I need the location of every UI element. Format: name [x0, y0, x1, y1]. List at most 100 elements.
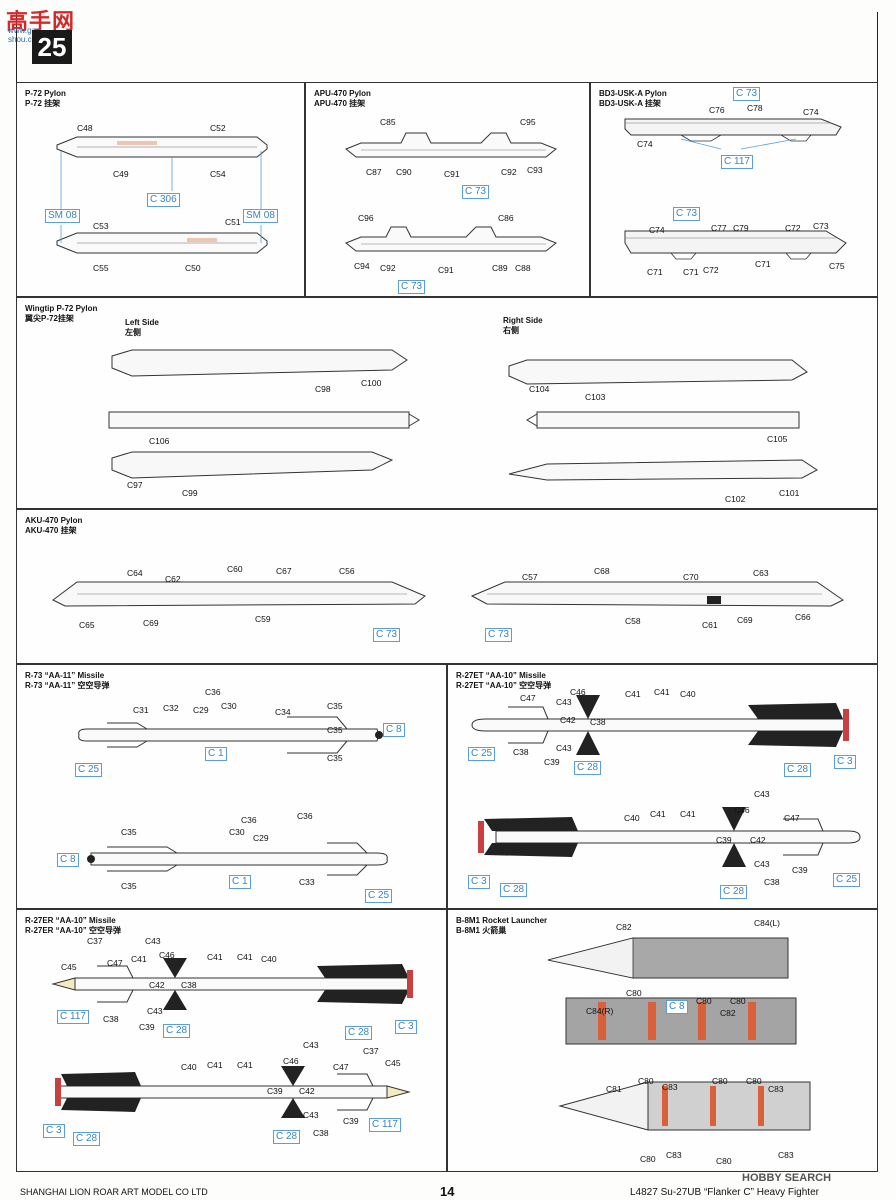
label-c41-d: C41 — [207, 1060, 223, 1070]
label-c39-c: C39 — [343, 1116, 359, 1126]
label-c42-b: C42 — [299, 1086, 315, 1096]
label-c82-a: C82 — [616, 922, 632, 932]
label-c54: C54 — [210, 169, 226, 179]
label-c45: C45 — [61, 962, 77, 972]
label-c62: C62 — [165, 574, 181, 584]
label-c47: C47 — [520, 693, 536, 703]
label-c36-b: C36 — [241, 815, 257, 825]
label-c79: C79 — [733, 223, 749, 233]
label-c43: C43 — [145, 936, 161, 946]
label-c57: C57 — [522, 572, 538, 582]
decal-c28-c: C 28 — [73, 1132, 101, 1146]
label-c92b: C92 — [380, 263, 396, 273]
b8m1-drawing — [547, 937, 811, 1131]
label-c71-a: C71 — [647, 267, 663, 277]
label-c64: C64 — [127, 568, 143, 578]
label-c50: C50 — [185, 263, 201, 273]
label-c98: C98 — [315, 384, 331, 394]
label-c47: C47 — [107, 958, 123, 968]
label-c97: C97 — [127, 480, 143, 490]
label-c46: C46 — [159, 950, 175, 960]
p72-drawing — [56, 136, 268, 254]
label-c74-c: C74 — [649, 225, 665, 235]
label-c34: C34 — [275, 707, 291, 717]
label-c84-l: C84(L) — [754, 918, 780, 928]
label-c35-a: C35 — [327, 725, 343, 735]
label-c104: C104 — [529, 384, 550, 394]
decal-c28-d: C 28 — [720, 885, 748, 899]
label-c42-b: C42 — [750, 835, 766, 845]
label-c83-a: C83 — [662, 1082, 678, 1092]
label-c85: C85 — [380, 117, 396, 127]
label-c90: C90 — [396, 167, 412, 177]
decal-c8-top: C 8 — [383, 723, 405, 737]
label-c87: C87 — [366, 167, 382, 177]
label-c39: C39 — [544, 757, 560, 767]
label-c80-e: C80 — [712, 1076, 728, 1086]
label-c67: C67 — [276, 566, 292, 576]
decal-c25-bottom: C 25 — [365, 889, 393, 903]
label-c40-b: C40 — [624, 813, 640, 823]
label-c83-d: C83 — [778, 1150, 794, 1160]
label-c80-b: C80 — [696, 996, 712, 1006]
label-c41-b: C41 — [654, 687, 670, 697]
label-c95: C95 — [520, 117, 536, 127]
label-c33: C33 — [299, 877, 315, 887]
label-c38-b: C38 — [103, 1014, 119, 1024]
decal-c28-b: C 28 — [345, 1026, 373, 1040]
label-c82-b: C82 — [720, 1008, 736, 1018]
label-c80-g: C80 — [640, 1154, 656, 1164]
label-c80-f: C80 — [746, 1076, 762, 1086]
label-c41-e: C41 — [237, 1060, 253, 1070]
label-c40-b: C40 — [181, 1062, 197, 1072]
step-number: 25 — [32, 30, 72, 64]
label-c92: C92 — [501, 167, 517, 177]
product-line: L4827 Su-27UB “Flanker C” Heavy Fighter — [630, 1187, 819, 1198]
label-c89: C89 — [492, 263, 508, 273]
label-c66: C66 — [795, 612, 811, 622]
decal-c1-top: C 1 — [205, 747, 227, 761]
label-c46: C46 — [570, 687, 586, 697]
company-name: SHANGHAI LION ROAR ART MODEL CO LTD — [20, 1187, 208, 1197]
label-c101: C101 — [779, 488, 800, 498]
label-c30-b: C30 — [229, 827, 245, 837]
label-c46-b: C46 — [734, 805, 750, 815]
label-c41-a: C41 — [625, 689, 641, 699]
decal-c73-aku-left: C 73 — [373, 628, 401, 642]
label-c69-a: C69 — [143, 618, 159, 628]
decal-sm08-right: SM 08 — [243, 209, 278, 223]
label-c74-a: C74 — [803, 107, 819, 117]
label-c99: C99 — [182, 488, 198, 498]
decal-c28-c: C 28 — [500, 883, 528, 897]
label-c91: C91 — [444, 169, 460, 179]
label-c40: C40 — [680, 689, 696, 699]
label-c80-c: C80 — [730, 996, 746, 1006]
bd3-drawing — [624, 118, 847, 260]
label-c80-d: C80 — [638, 1076, 654, 1086]
label-c31: C31 — [133, 705, 149, 715]
label-c102: C102 — [725, 494, 746, 504]
page-footer: SHANGHAI LION ROAR ART MODEL CO LTD 14 L… — [0, 1184, 896, 1200]
label-c36-c: C36 — [297, 811, 313, 821]
label-c29-b: C29 — [253, 833, 269, 843]
apu-drawing — [345, 132, 557, 252]
label-c78: C78 — [747, 103, 763, 113]
label-c41-c: C41 — [237, 952, 253, 962]
label-c100: C100 — [361, 378, 382, 388]
decal-sm08-left: SM 08 — [45, 209, 80, 223]
decal-c8-bottom: C 8 — [57, 853, 79, 867]
label-c37-b: C37 — [363, 1046, 379, 1056]
label-c52: C52 — [210, 123, 226, 133]
label-c94: C94 — [354, 261, 370, 271]
label-c43-b: C43 — [556, 743, 572, 753]
label-c103: C103 — [585, 392, 606, 402]
